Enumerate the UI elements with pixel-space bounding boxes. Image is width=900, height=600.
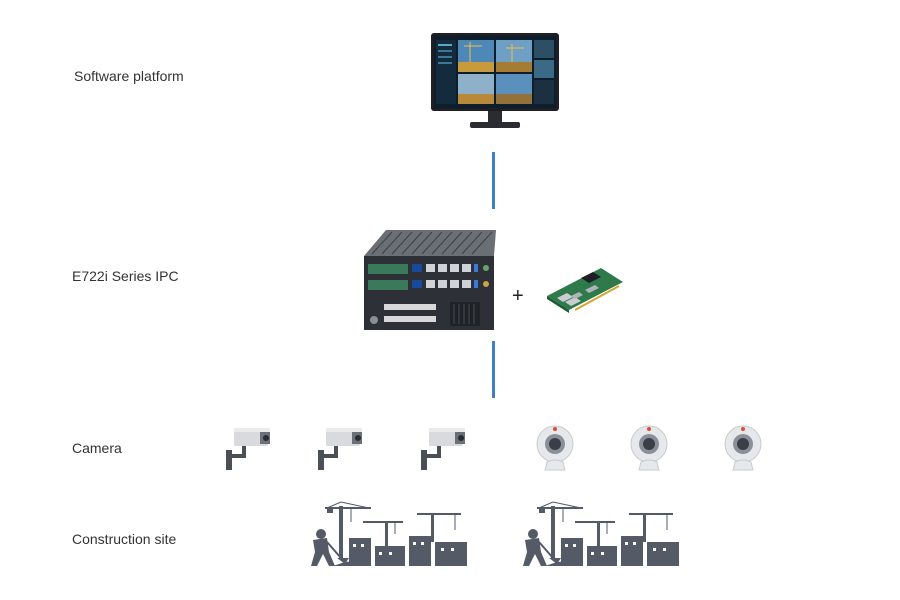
label-software-platform: Software platform	[74, 68, 184, 84]
network-card-icon	[547, 268, 623, 313]
label-camera: Camera	[72, 440, 122, 456]
webcam-icon	[724, 425, 762, 471]
construction-site-icon	[523, 501, 679, 566]
webcam-icon	[536, 425, 574, 471]
connector-line-bottom	[492, 341, 495, 398]
plus-sign: +	[512, 285, 524, 307]
bullet-camera-icon	[226, 428, 270, 470]
webcam-icon	[630, 425, 668, 471]
connector-line-top	[492, 152, 495, 209]
construction-site-icon	[311, 501, 467, 566]
label-construction-site: Construction site	[72, 531, 177, 547]
label-ipc: E722i Series IPC	[72, 268, 179, 284]
bullet-camera-icon	[318, 428, 362, 470]
industrial-pc-icon	[364, 230, 496, 330]
monitor-icon	[431, 33, 559, 128]
bullet-camera-icon	[421, 428, 465, 470]
